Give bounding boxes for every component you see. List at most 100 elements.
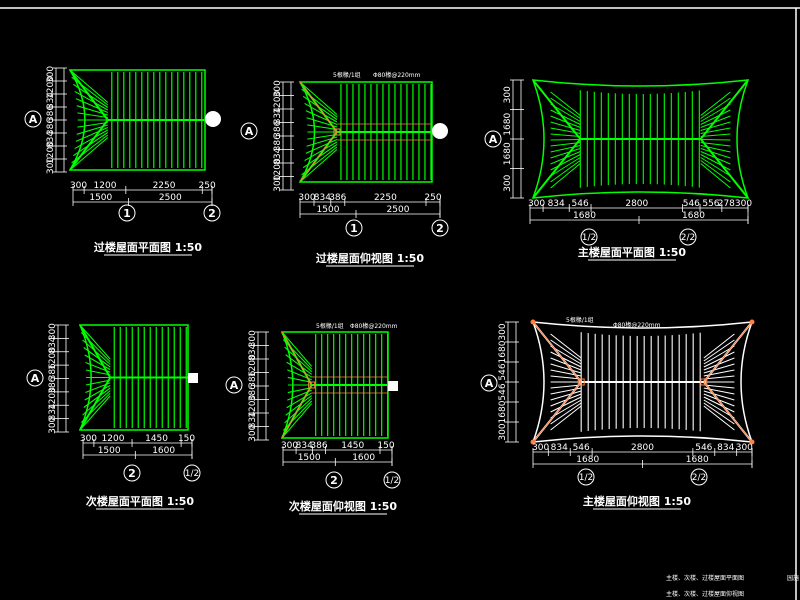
dim-label: 1680 [573, 211, 596, 221]
title-block-line2: 主楼、次楼、过楼屋面仰视图 [666, 590, 744, 598]
dim-label: 834 [273, 107, 283, 124]
dim-label: 300 [498, 423, 508, 440]
drawing-title: 主楼屋面平面图 1:50 [578, 245, 687, 259]
fan-rafter [703, 375, 735, 380]
dim-label: 300 [281, 441, 298, 451]
fan-rafter [700, 157, 731, 177]
note-rafter-spacing: Φ80椽@220mm [613, 321, 661, 329]
fan-rafter [307, 124, 338, 131]
dim-label: 556 [702, 199, 719, 209]
dim-label: 1500 [298, 453, 321, 463]
grid-bubble-1-2: 1/2 [577, 468, 595, 486]
grid-label: A [489, 133, 498, 146]
fan-rafter [79, 395, 111, 431]
dim-label: 1200 [46, 141, 56, 164]
grid-bubble-left: A [225, 376, 243, 394]
dim-label: 1500 [89, 193, 112, 203]
dim-label: 1200 [48, 387, 58, 410]
note-rafter-group: 5根椽/1组 [333, 71, 361, 79]
fan-rafter [550, 351, 582, 368]
grid-label: 2 [330, 474, 338, 487]
fan-rafter [85, 379, 111, 386]
dim-label: 386 [248, 370, 258, 387]
dim-label: 1680 [503, 142, 513, 165]
dim-label: 386 [273, 134, 283, 151]
grid-label: A [29, 113, 38, 126]
hip-line [532, 138, 582, 199]
grid-bubble-1-2: 1/2 [580, 228, 598, 246]
fan-rafter [703, 363, 735, 374]
grid-label: A [245, 125, 254, 138]
grid-bubble-2: 2 [431, 219, 449, 237]
grid-label: 2/2 [692, 473, 706, 483]
dim-label: 834 [273, 147, 283, 164]
ridge-post [577, 378, 585, 386]
dim-label: 386 [48, 363, 58, 380]
dim-label: 300 [498, 323, 508, 340]
dim-label: 834 [551, 443, 568, 453]
dim-label: 546 [572, 199, 589, 209]
dim-label: 300 [46, 66, 56, 83]
roof-outline [280, 331, 389, 439]
dim-label: 386 [310, 441, 327, 451]
roof-outline [530, 319, 755, 445]
fan-rafter [287, 376, 312, 383]
grid-bubble-2-2: 2/2 [679, 228, 697, 246]
fan-rafter [703, 333, 735, 359]
dim-label: 834 [248, 411, 258, 428]
dim-label: 278300 [718, 199, 753, 209]
dim-label: 300 [46, 157, 56, 174]
roof-edge [280, 331, 389, 439]
grid-bubble-1-2: 1/2 [183, 464, 201, 482]
fan-rafter [703, 339, 735, 362]
fan-rafter [700, 133, 731, 137]
fan-rafter [281, 403, 313, 439]
fan-rafter [83, 347, 111, 368]
dim-label: 300 [273, 174, 283, 191]
grid-bubble-2: 2 [325, 471, 343, 489]
fan-rafter [286, 361, 312, 378]
note-rafter-spacing: Φ80椽@220mm [373, 71, 421, 79]
dim-label: 2800 [625, 199, 648, 209]
hip-line [69, 69, 109, 121]
fan-rafter [285, 395, 313, 416]
fan-rafter [286, 392, 312, 409]
grid-bubble-2: 2 [203, 204, 221, 222]
dim-label: 1200 [102, 434, 125, 444]
fan-rafter [299, 81, 338, 115]
dim-label: 834 [314, 193, 331, 203]
beam [281, 331, 313, 386]
roof-edge [68, 69, 206, 171]
dim-label: 300 [48, 416, 58, 433]
dim-label: 1200 [94, 181, 117, 191]
dim-label: 300 [298, 193, 315, 203]
grid-label: A [485, 377, 494, 390]
fan-rafter [703, 396, 735, 413]
title-block-line1: 主楼、次楼、过楼屋面平面图 [666, 574, 744, 582]
grid-bubble-left: A [24, 110, 42, 128]
fan-rafter [75, 98, 109, 114]
dim-label: 1200 [273, 91, 283, 114]
grid-label: 1/2 [582, 233, 596, 243]
fan-rafter [550, 339, 582, 362]
ridge-post [333, 128, 341, 136]
fan-rafter [550, 163, 581, 189]
fan-rafter [703, 402, 735, 425]
corner-post [749, 439, 755, 445]
roof-outline [531, 79, 750, 199]
note-rafter-spacing: Φ80椽@220mm [350, 322, 398, 330]
fan-rafter [299, 149, 338, 183]
fan-rafter [74, 90, 109, 111]
fan-rafter [550, 402, 582, 425]
fan-rafter [304, 102, 338, 123]
dim-label: 546 [683, 199, 700, 209]
column-marker [432, 123, 448, 139]
column-marker [205, 111, 221, 127]
dim-label: 386 [46, 118, 56, 135]
